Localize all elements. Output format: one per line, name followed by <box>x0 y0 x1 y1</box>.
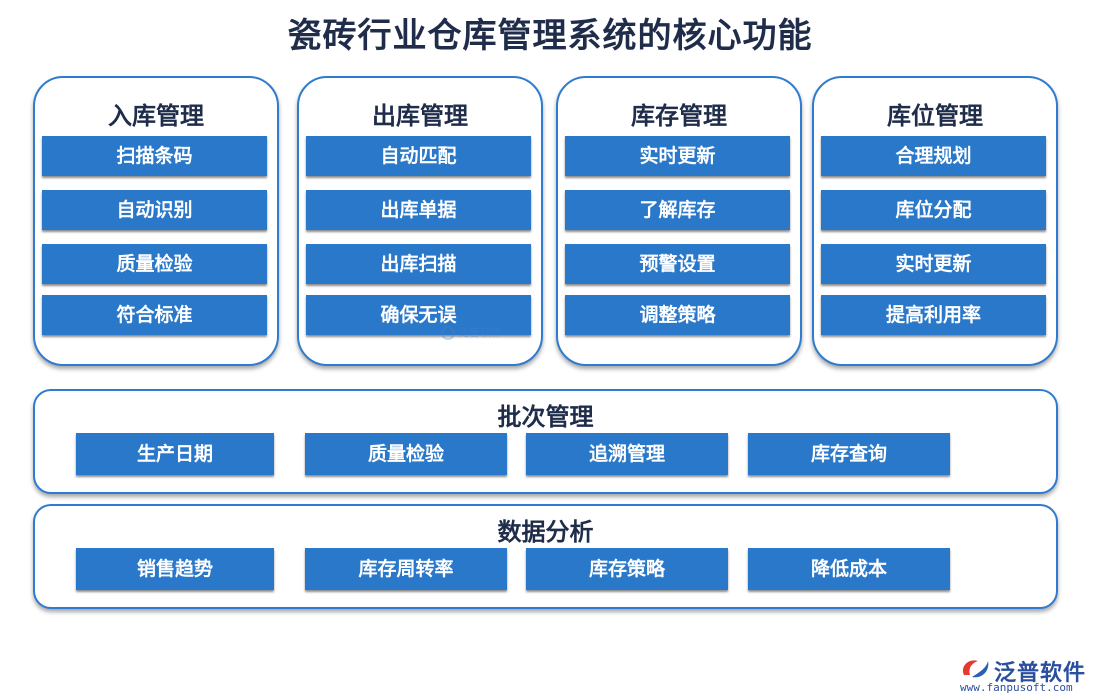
module-item: 生产日期 <box>76 433 274 475</box>
module-location: 库位管理 合理规划 库位分配 实时更新 提高利用率 <box>812 76 1058 366</box>
module-title: 数据分析 <box>497 518 594 546</box>
module-item: 追溯管理 <box>526 433 728 475</box>
module-item: 实时更新 <box>565 136 790 176</box>
module-analysis: 数据分析 销售趋势 库存周转率 库存策略 降低成本 <box>33 504 1058 609</box>
module-batch: 批次管理 生产日期 质量检验 追溯管理 库存查询 <box>33 389 1058 494</box>
module-item: 预警设置 <box>565 244 790 284</box>
module-item: 库位分配 <box>821 190 1046 230</box>
logo-name: 泛普软件 <box>994 661 1087 686</box>
module-item: 质量检验 <box>42 244 267 284</box>
watermark: 泛普软件 <box>440 324 520 342</box>
module-item: 确保无误 <box>306 295 531 335</box>
logo-url: www.fanpusoft.com <box>960 681 1073 694</box>
module-title: 库位管理 <box>887 102 983 130</box>
module-outbound: 出库管理 自动匹配 出库单据 出库扫描 确保无误 <box>297 76 543 366</box>
module-item: 自动识别 <box>42 190 267 230</box>
page-title: 瓷砖行业仓库管理系统的核心功能 <box>287 16 813 56</box>
brand-logo: 泛普软件 www.fanpusoft.com <box>958 655 1088 695</box>
fanpu-watermark-icon <box>441 326 455 340</box>
module-title: 批次管理 <box>497 403 594 431</box>
module-title: 出库管理 <box>372 102 468 130</box>
module-item: 扫描条码 <box>42 136 267 176</box>
module-inbound: 入库管理 扫描条码 自动识别 质量检验 符合标准 <box>33 76 279 366</box>
module-item: 了解库存 <box>565 190 790 230</box>
module-item: 出库扫描 <box>306 244 531 284</box>
module-item: 自动匹配 <box>306 136 531 176</box>
module-title: 入库管理 <box>108 102 204 130</box>
module-item: 符合标准 <box>42 295 267 335</box>
module-item: 实时更新 <box>821 244 1046 284</box>
module-item: 库存策略 <box>526 548 728 590</box>
module-item: 合理规划 <box>821 136 1046 176</box>
watermark-text: 泛普软件 <box>458 326 502 339</box>
module-item: 降低成本 <box>748 548 950 590</box>
module-item: 调整策略 <box>565 295 790 335</box>
module-item: 提高利用率 <box>821 295 1046 335</box>
fanpu-logo-icon <box>962 660 989 678</box>
module-title: 库存管理 <box>631 102 727 130</box>
module-item: 销售趋势 <box>76 548 274 590</box>
module-inventory: 库存管理 实时更新 了解库存 预警设置 调整策略 <box>556 76 802 366</box>
module-item: 库存周转率 <box>305 548 507 590</box>
module-item: 出库单据 <box>306 190 531 230</box>
module-item: 质量检验 <box>305 433 507 475</box>
module-item: 库存查询 <box>748 433 950 475</box>
